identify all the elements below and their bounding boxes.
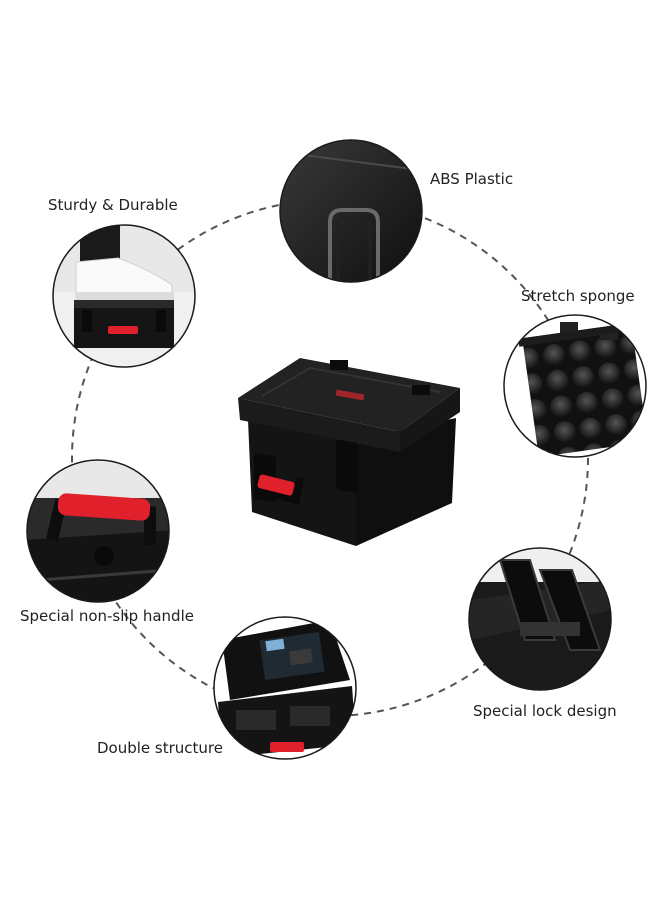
latch-lock-photo	[469, 548, 611, 690]
feature-label-lock-design: Special lock design	[473, 702, 617, 720]
egg-crate-foam-photo	[504, 315, 646, 457]
feature-label-abs-plastic: ABS Plastic	[430, 170, 514, 188]
feature-label-stretch-sponge: Stretch sponge	[521, 287, 635, 305]
red-handle-photo	[27, 460, 169, 602]
feature-label-double-structure: Double structure	[97, 739, 223, 757]
hard-case-product-image	[238, 358, 460, 546]
shoe-on-case-photo	[53, 225, 195, 367]
feature-label-non-slip-handle: Special non-slip handle	[20, 607, 194, 625]
open-case-photo	[214, 617, 356, 759]
feature-label-sturdy: Sturdy & Durable	[48, 196, 178, 214]
